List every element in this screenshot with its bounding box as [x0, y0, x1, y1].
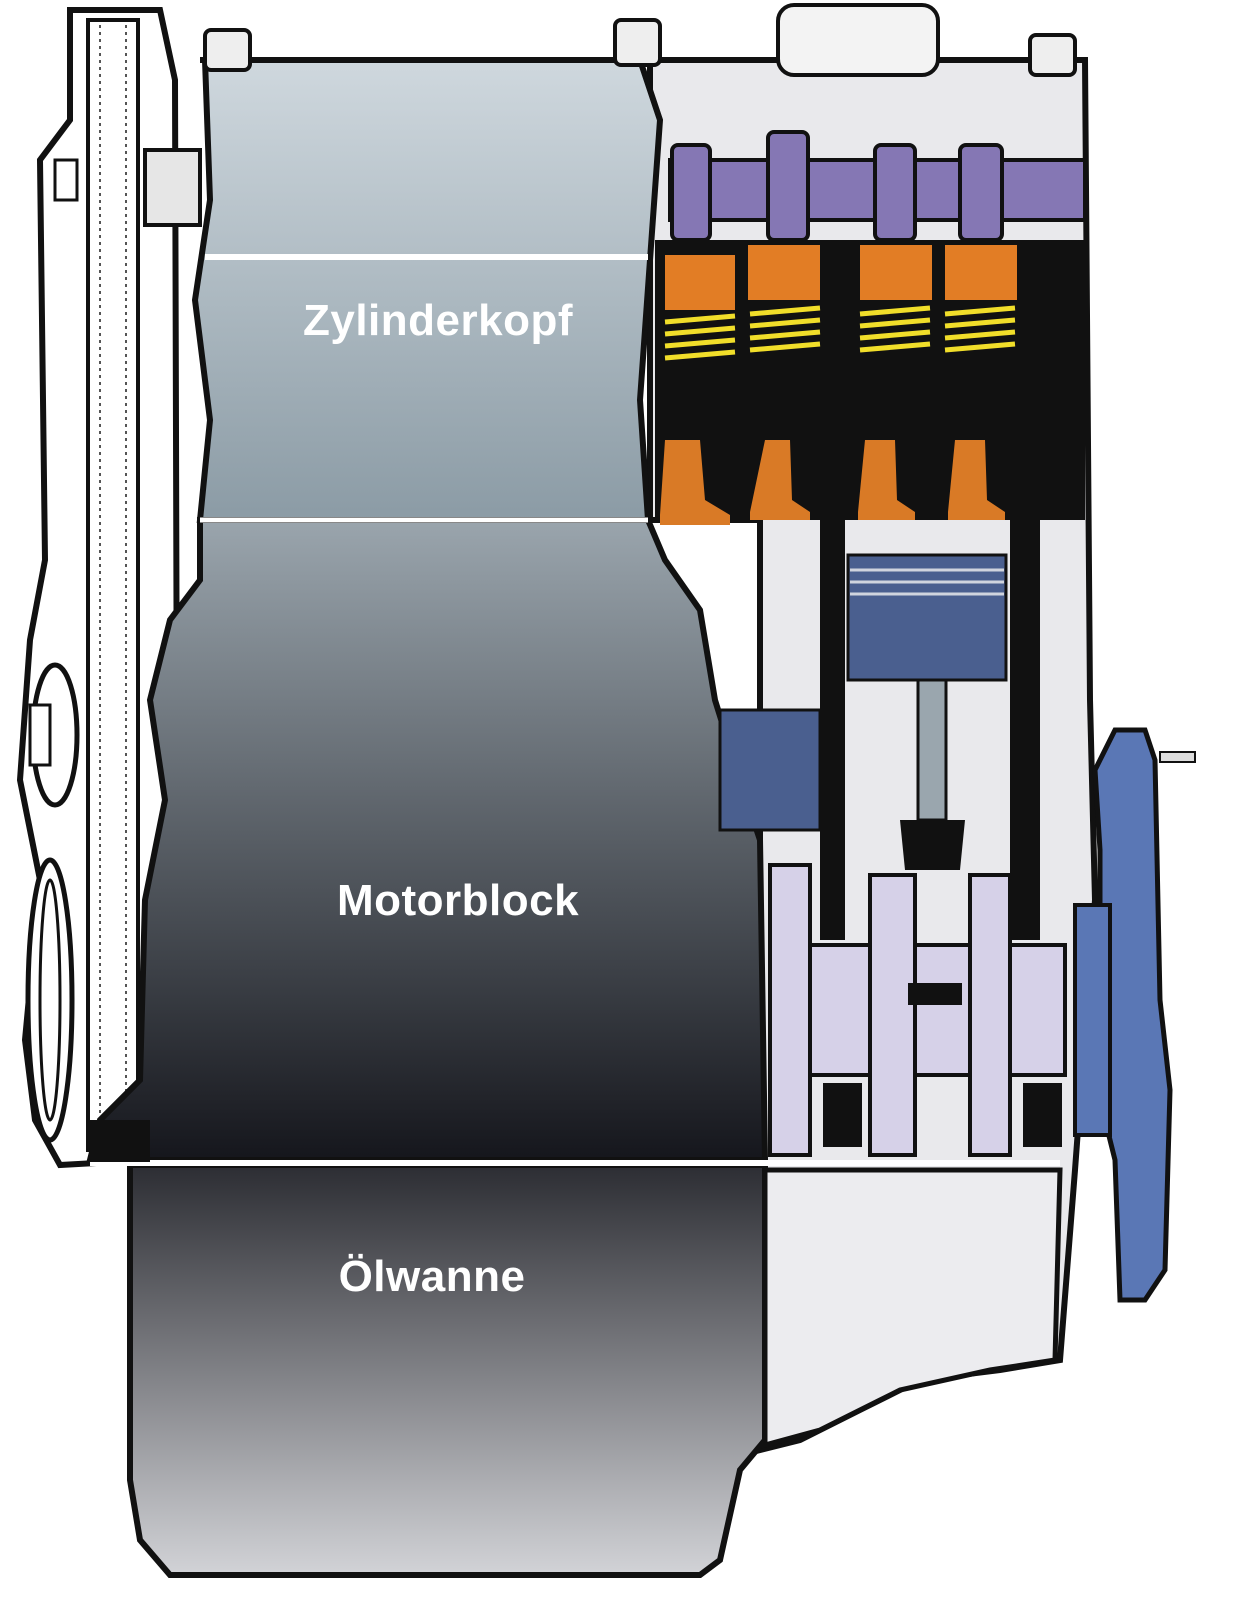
engine-block — [86, 517, 769, 1163]
oil-pan-label: Ölwanne — [338, 1252, 526, 1301]
cylinder-head-label: Zylinderkopf — [302, 296, 574, 345]
connecting-rod — [900, 678, 965, 870]
timing-belt-cover — [16, 7, 202, 1169]
engine-block-label: Motorblock — [336, 876, 580, 925]
camshaft — [668, 130, 1087, 242]
flywheel — [1073, 727, 1196, 1303]
oil-pan — [90, 1160, 1063, 1578]
piston — [846, 553, 1008, 682]
head-bolts — [203, 3, 1077, 77]
cylinder-head — [191, 57, 664, 523]
valves — [660, 440, 1005, 525]
cylinder-walls — [820, 520, 1040, 940]
crankshaft — [768, 863, 1067, 1157]
piston-rear — [718, 708, 822, 832]
valve-springs — [664, 305, 1016, 361]
bucket-tappets — [665, 245, 1017, 310]
main-bearing-line — [90, 1120, 150, 1162]
